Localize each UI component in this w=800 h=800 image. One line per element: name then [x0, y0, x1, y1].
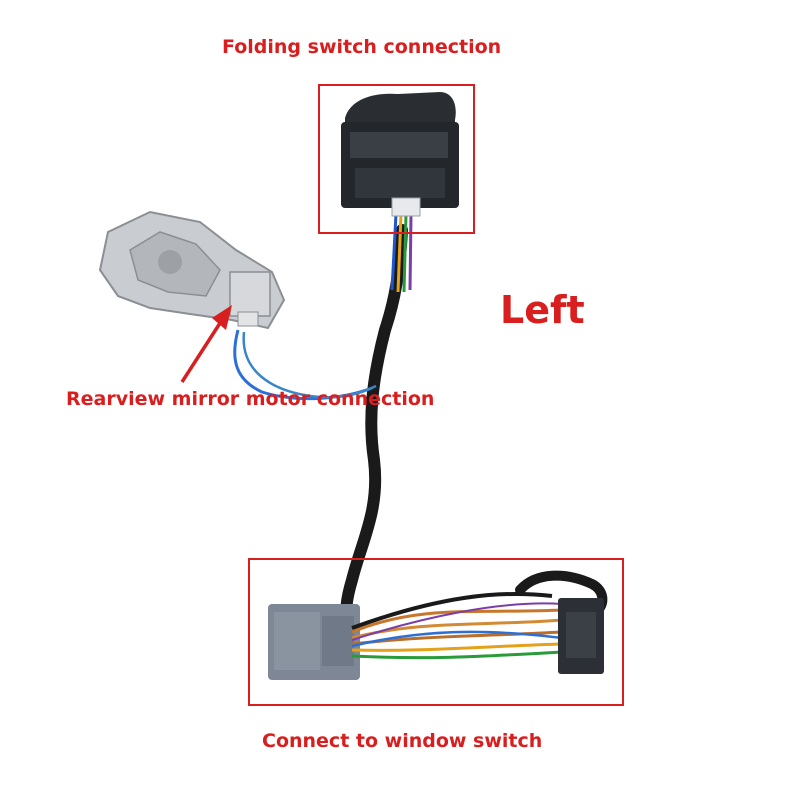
folding-switch-wires [390, 213, 413, 293]
main-harness-cable [340, 224, 408, 631]
folding-switch-connector [341, 92, 459, 217]
window-connector-assembly [268, 570, 608, 680]
folding-switch-highlight-box [318, 84, 475, 234]
motor-connection-label: Rearview mirror motor connection [66, 388, 435, 410]
motor-arrow [180, 305, 232, 383]
motor-wire-blue-2 [242, 331, 377, 399]
window-switch-label: Connect to window switch [262, 730, 543, 752]
side-label: Left [500, 288, 585, 332]
window-switch-highlight-box [248, 558, 624, 706]
folding-switch-label: Folding switch connection [222, 36, 502, 58]
mirror-motor-bracket [98, 210, 286, 330]
